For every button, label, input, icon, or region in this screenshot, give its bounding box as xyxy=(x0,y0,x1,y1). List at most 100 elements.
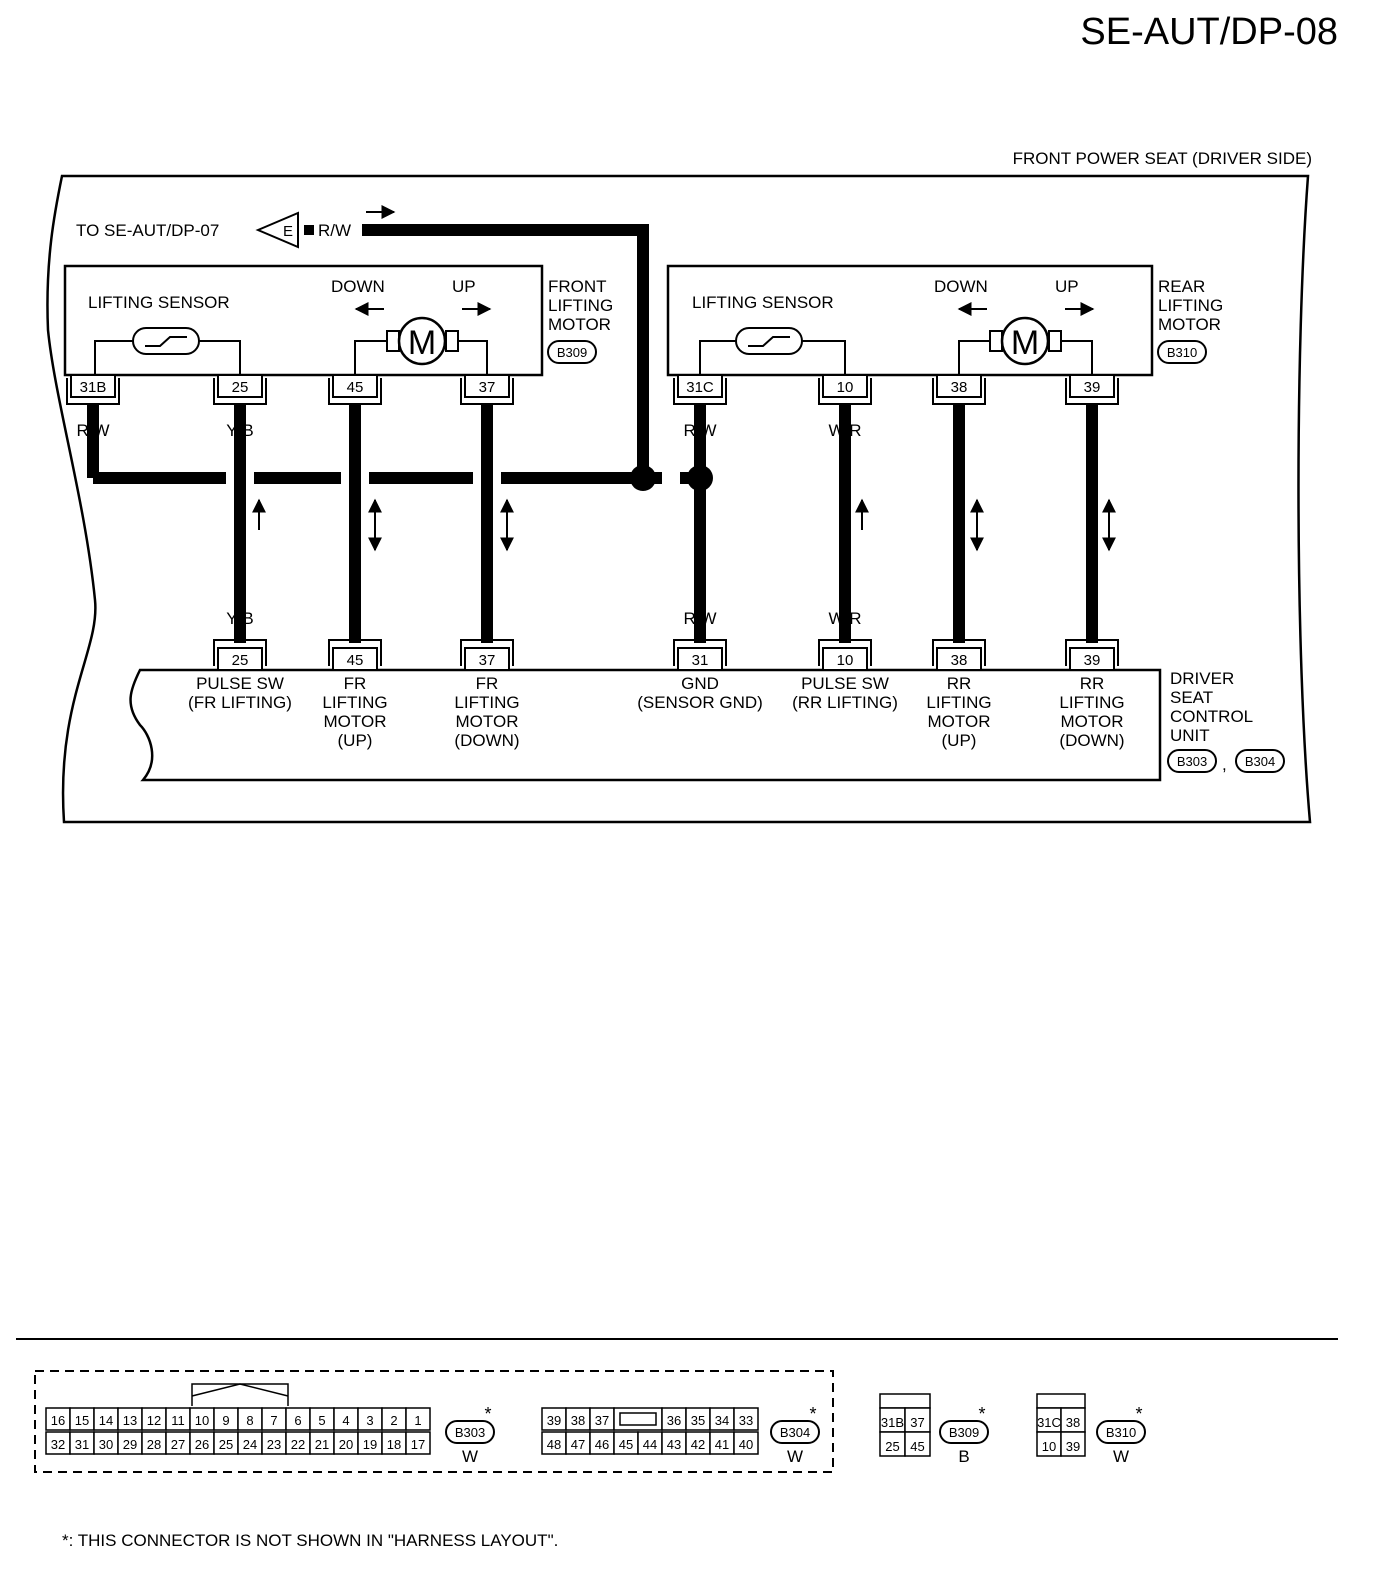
terminal-function-label: MOTOR xyxy=(456,712,519,731)
connector-cell-number: 4 xyxy=(342,1413,349,1428)
pin-number: 38 xyxy=(951,379,968,396)
wire-color-label: V xyxy=(481,421,493,440)
connector-cell-number: 38 xyxy=(1066,1415,1080,1430)
motor-connector-pin: 38L xyxy=(932,374,986,440)
section-frame xyxy=(46,174,1312,824)
motor-icon xyxy=(397,316,447,366)
connector-cell-number: 32 xyxy=(51,1437,65,1452)
rear-lifting-motor: LIFTING SENSOR DOWN UP M xyxy=(666,264,1154,377)
motor-connector-pin: 10W/R xyxy=(818,374,872,440)
cu-name-2: SEAT xyxy=(1170,688,1213,707)
footnote: *: THIS CONNECTOR IS NOT SHOWN IN "HARNE… xyxy=(62,1531,558,1550)
cu-connector-sep: , xyxy=(1222,755,1227,774)
wire-color-label: V xyxy=(481,609,493,628)
connector-color: W xyxy=(1113,1447,1129,1466)
wire-color-label: W/R xyxy=(828,609,861,628)
section-title: FRONT POWER SEAT (DRIVER SIDE) xyxy=(1013,149,1312,168)
connector-cell-number: 14 xyxy=(99,1413,113,1428)
connector-cell-number: 31 xyxy=(75,1437,89,1452)
connector-cell-number: 33 xyxy=(739,1413,753,1428)
front-motor-name-3: MOTOR xyxy=(548,315,611,334)
not-shown-mark: * xyxy=(484,1404,491,1424)
terminal-function-label: RR xyxy=(947,674,972,693)
signal-arrows xyxy=(252,498,1116,552)
front-sensor-label: LIFTING SENSOR xyxy=(88,293,230,312)
connector-cell-number: 15 xyxy=(75,1413,89,1428)
connector-cell-number: 43 xyxy=(667,1437,681,1452)
terminal-function-label: PULSE SW xyxy=(196,674,284,693)
motor-connector-pin: 25Y/B xyxy=(213,374,267,440)
cu-name-4: UNIT xyxy=(1170,726,1210,745)
front-signal-wires xyxy=(226,403,501,643)
motor-connector-pin: 45O xyxy=(328,374,382,440)
connector-cell-number: 16 xyxy=(51,1413,65,1428)
svg-text:M: M xyxy=(408,324,436,362)
connector-cell-number: 39 xyxy=(547,1413,561,1428)
pin-number: 38 xyxy=(951,652,968,669)
connector-cell-number: 40 xyxy=(739,1437,753,1452)
connector-cell-number: 28 xyxy=(147,1437,161,1452)
connector-cell-number: 19 xyxy=(363,1437,377,1452)
terminal-function-label: MOTOR xyxy=(324,712,387,731)
pin-number: 39 xyxy=(1084,379,1101,396)
terminal-function-label: (SENSOR GND) xyxy=(637,693,763,712)
connector-cell-number: 27 xyxy=(171,1437,185,1452)
cross-ref-flag-icon xyxy=(255,211,299,249)
front-motor-name-1: FRONT xyxy=(548,277,607,296)
connector-color: W xyxy=(787,1447,803,1466)
terminal-function-label: FR xyxy=(344,674,367,693)
connector-id: B310 xyxy=(1106,1425,1136,1440)
terminal-function-label: (DOWN) xyxy=(454,731,519,750)
terminal-function-label: (UP) xyxy=(942,731,977,750)
connector-color: B xyxy=(958,1447,969,1466)
terminal-function-label: FR xyxy=(476,674,499,693)
connector-cell-number: 37 xyxy=(910,1415,924,1430)
connector-cell-number: 38 xyxy=(571,1413,585,1428)
terminal-function-label: (RR LIFTING) xyxy=(792,693,898,712)
pin-number: 31 xyxy=(692,652,709,669)
connector-cell-number: 1 xyxy=(414,1413,421,1428)
svg-text:M: M xyxy=(1011,324,1039,362)
connector-cell-number: 39 xyxy=(1066,1439,1080,1454)
motor-connector-pin: 37V xyxy=(460,374,514,440)
connector-cell-number: 34 xyxy=(715,1413,729,1428)
connector-cell-number: 24 xyxy=(243,1437,257,1452)
front-down-label: DOWN xyxy=(331,277,385,296)
wire-color-label: Y xyxy=(1086,421,1097,440)
connector-cell-number: 47 xyxy=(571,1437,585,1452)
connector-cell-number: 25 xyxy=(885,1439,899,1454)
connector-cell-number: 45 xyxy=(910,1439,924,1454)
connector-cell-number: 35 xyxy=(691,1413,705,1428)
rear-motor-name-2: LIFTING xyxy=(1158,296,1223,315)
connector-id: B309 xyxy=(949,1425,979,1440)
wire-color-label: Y/B xyxy=(226,421,253,440)
connector-cell-number: 41 xyxy=(715,1437,729,1452)
pin-number: 37 xyxy=(479,379,496,396)
rear-signal-wires xyxy=(839,403,1098,643)
connector-cell-number: 31C xyxy=(1037,1415,1061,1430)
cross-ref-text: TO SE-AUT/DP-07 xyxy=(76,221,219,240)
wire-color-label: O xyxy=(348,421,361,440)
wire-color-label: R/W xyxy=(683,421,716,440)
connector-cell-number: 20 xyxy=(339,1437,353,1452)
terminal-function-label: GND xyxy=(681,674,719,693)
connector-cell-number: 46 xyxy=(595,1437,609,1452)
connector-cell-number: 44 xyxy=(643,1437,657,1452)
not-shown-mark: * xyxy=(978,1404,985,1424)
pin-number: 31B xyxy=(80,379,107,396)
terminal-function-label: MOTOR xyxy=(928,712,991,731)
page-id: SE-AUT/DP-08 xyxy=(1080,11,1338,53)
connector-id: B304 xyxy=(780,1425,810,1440)
wire-color-label: O xyxy=(348,609,361,628)
rear-up-label: UP xyxy=(1055,277,1079,296)
cross-reference[interactable]: TO SE-AUT/DP-07 E R/W xyxy=(76,211,351,249)
connector-cell-number: 11 xyxy=(171,1413,185,1428)
